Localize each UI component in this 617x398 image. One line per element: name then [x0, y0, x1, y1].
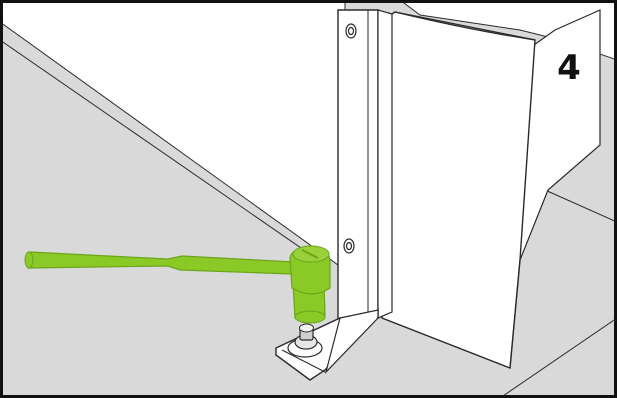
post-inner-flange — [378, 10, 392, 318]
post-hole-top — [346, 24, 356, 38]
step-badge: 4 — [540, 39, 598, 97]
step-number: 4 — [557, 51, 581, 85]
cabinet-front — [382, 12, 535, 368]
post-hole-middle — [344, 239, 354, 253]
upright-post — [338, 10, 378, 330]
